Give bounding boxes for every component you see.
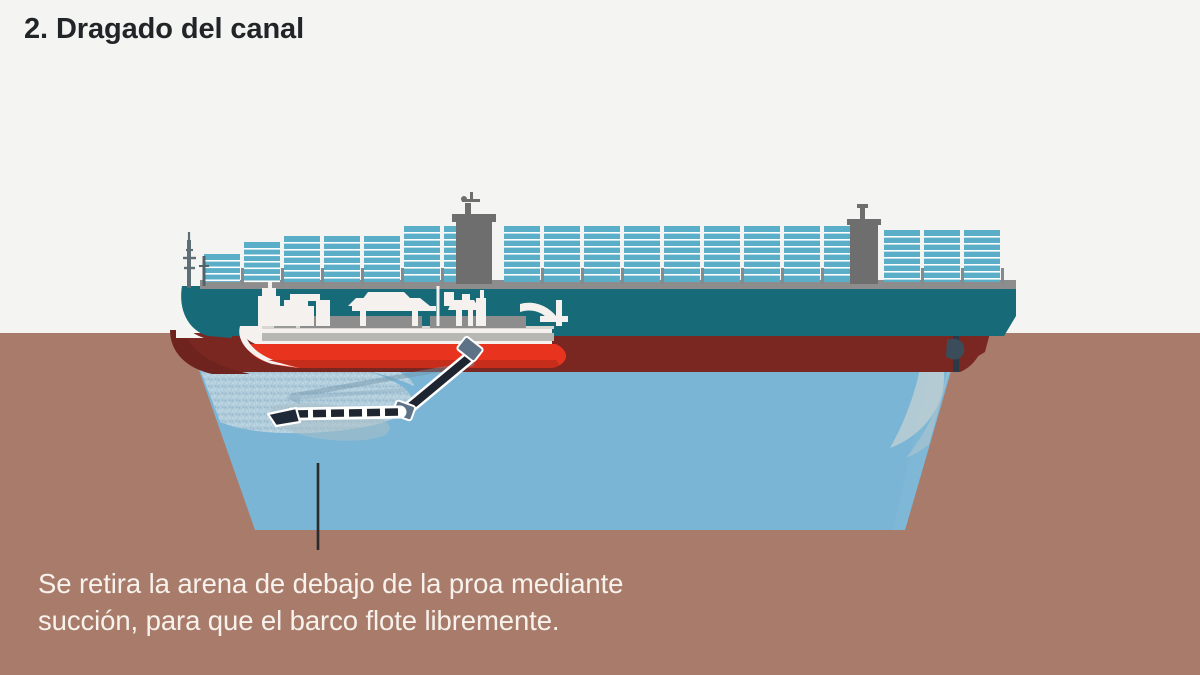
ship-bow-white-wedge: [176, 300, 204, 338]
caption-text: Se retira la arena de debajo de la proa …: [38, 566, 938, 640]
container-column: [324, 236, 360, 282]
suction-head: [266, 406, 302, 428]
title-bar: 2. Dragado del canal: [0, 0, 1200, 70]
container-column: [364, 236, 400, 282]
ship-deck-strip: [200, 280, 1016, 289]
container-column: [504, 226, 540, 282]
container-column: [544, 226, 580, 282]
bridge-tower: [452, 192, 496, 284]
stern-funnel: [847, 204, 881, 284]
container-column: [404, 226, 440, 282]
bow-mast-2: [199, 256, 209, 286]
container-column: [744, 226, 780, 282]
ship-underwater-hull-bow: [170, 330, 250, 374]
suction-pipe-ghost: [286, 361, 475, 404]
container-column: [244, 242, 280, 283]
container-column: [204, 254, 240, 282]
dredger-sheer-strip: [262, 333, 554, 341]
container-column: [624, 226, 660, 282]
ship-bow-flare: [181, 286, 232, 338]
suction-pipe-upper-arm-core: [401, 353, 474, 415]
page-title: 2. Dragado del canal: [24, 13, 305, 45]
dredger-gantry-crane: [348, 292, 436, 326]
suction-pipe-lower-arm-outline: [285, 405, 407, 421]
container-column: [884, 230, 920, 282]
dredger-aft-crane: [444, 290, 486, 326]
dredger-hull-shadow: [268, 360, 559, 368]
container-column: [284, 236, 320, 282]
suction-pipe-hull-joint: [456, 335, 484, 363]
container-column: [924, 230, 960, 282]
container-stacks: [204, 226, 1000, 283]
container-column: [964, 230, 1000, 282]
bow-mast: [183, 232, 196, 288]
caption-line-1: Se retira la arena de debajo de la proa …: [38, 568, 624, 599]
caption-line-2: succión, para que el barco flote libreme…: [38, 604, 560, 636]
dredger-superstructure: [258, 282, 330, 326]
container-column: [664, 226, 700, 282]
container-column: [584, 226, 620, 282]
suction-pipe-assembly: [266, 335, 484, 428]
dredger-davit: [520, 300, 568, 326]
container-column: [704, 226, 740, 282]
dredger-bow: [239, 326, 300, 368]
ship-propeller: [946, 338, 965, 360]
container-column: [784, 226, 820, 282]
